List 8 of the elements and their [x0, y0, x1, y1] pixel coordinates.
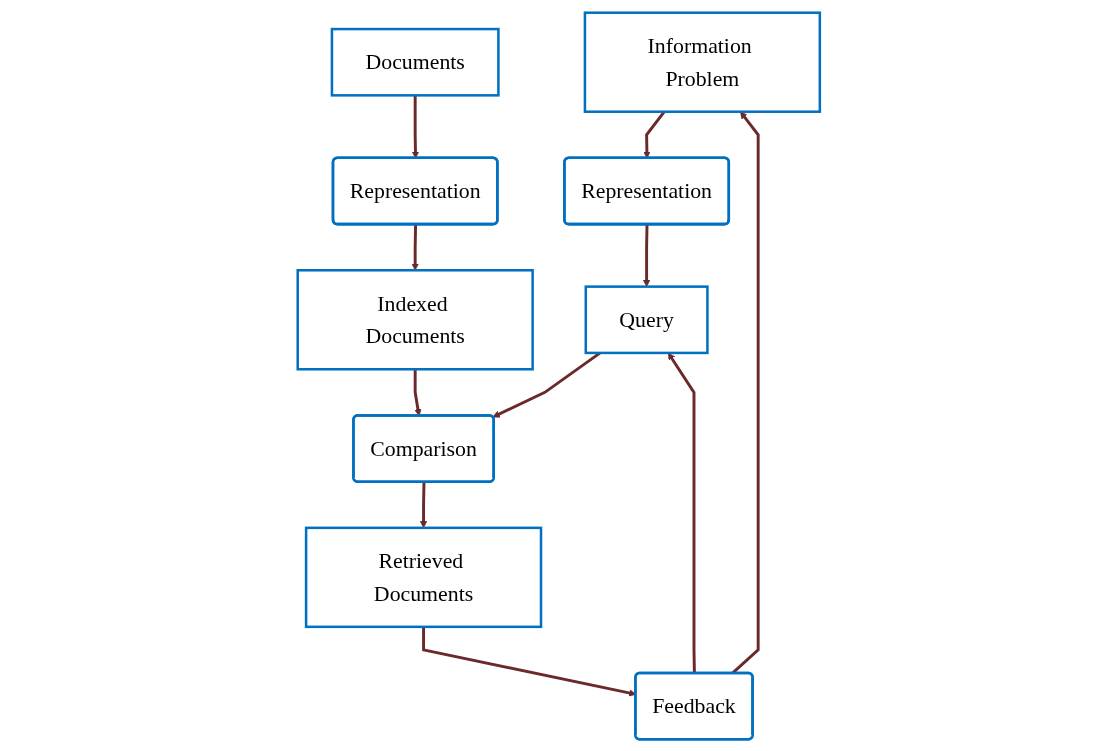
node-box: Documents [330, 27, 500, 97]
node-box: Information Problem [583, 10, 822, 113]
arrow [643, 224, 651, 287]
arrow [668, 352, 697, 673]
node-box: Query [584, 284, 709, 354]
node-box: Retrieved Documents [305, 526, 543, 628]
node-box: Indexed Documents [296, 268, 535, 371]
arrow [420, 481, 428, 528]
